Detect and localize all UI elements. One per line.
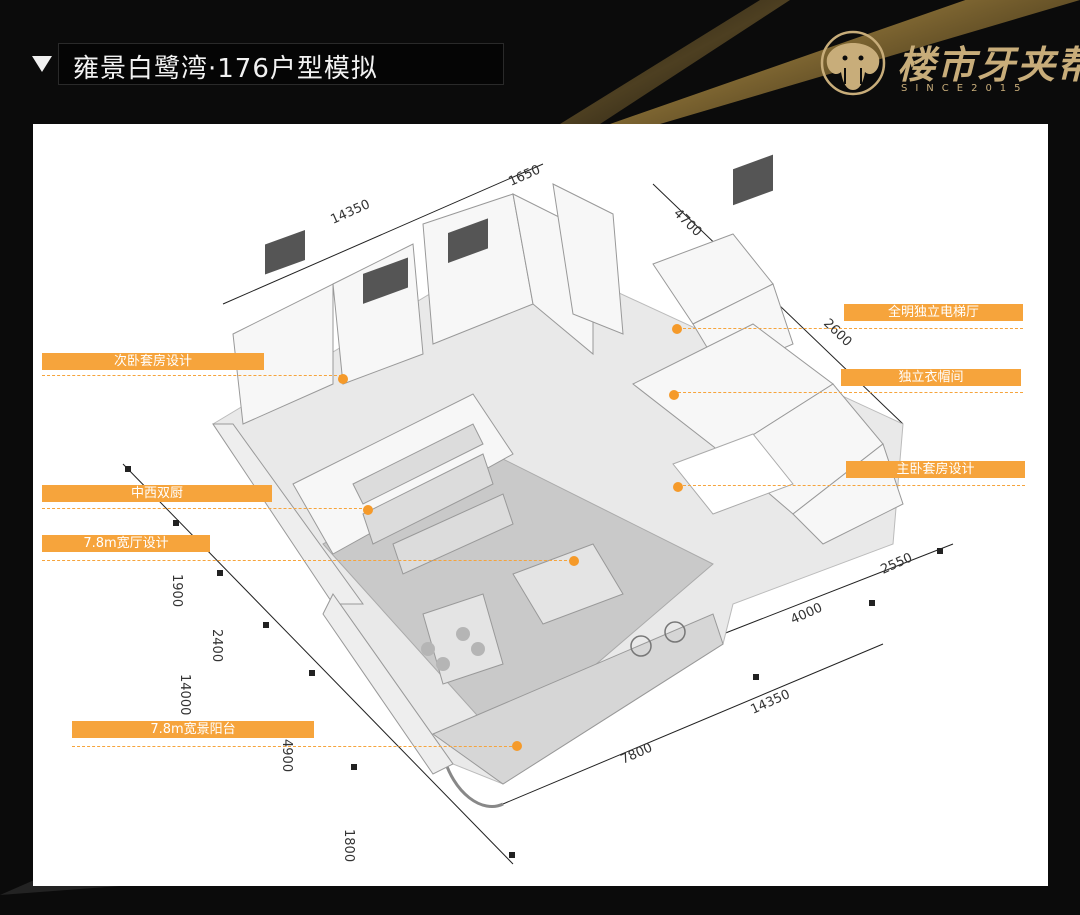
- dim-top-total: 14350: [329, 197, 373, 228]
- brand-logo: 楼市牙夹帮 SINCE2015: [815, 28, 1080, 98]
- triangle-down-icon: [32, 56, 52, 72]
- callout-line: [72, 746, 517, 747]
- title-bar: 雍景白鹭湾·176户型模拟: [58, 43, 504, 85]
- dim-left-total: 14000: [177, 674, 192, 715]
- callout-marker: [338, 374, 348, 384]
- dim-right-b: 2550: [879, 550, 915, 577]
- floorplan-3d-illustration: 14350 1650 4700 2600 2550 4000 14350 780…: [122, 154, 954, 865]
- callout-marker: [669, 390, 679, 400]
- callout-marker: [512, 741, 522, 751]
- elephant-logo-icon: [820, 30, 886, 96]
- dim-left-d: 4900: [279, 739, 294, 772]
- callout-line: [42, 560, 572, 561]
- callout-line: [678, 392, 1023, 393]
- dim-right-c: 2600: [820, 316, 854, 350]
- callout-secondary-suite: 次卧套房设计: [42, 353, 264, 370]
- page-title: 雍景白鹭湾·176户型模拟: [73, 54, 378, 84]
- floorplan-panel: 14350 1650 4700 2600 2550 4000 14350 780…: [33, 124, 1048, 886]
- callout-line: [678, 328, 1023, 329]
- callout-line: [42, 375, 342, 376]
- dim-right-a: 4000: [789, 600, 825, 627]
- dim-top-b: 4700: [670, 206, 704, 240]
- callout-line: [42, 508, 367, 509]
- dim-top-a: 1650: [507, 162, 543, 189]
- callout-dual-kitchen: 中西双厨: [42, 485, 272, 502]
- callout-line: [683, 485, 1025, 486]
- callout-wide-balcony: 7.8m宽景阳台: [72, 721, 314, 738]
- callout-master-suite: 主卧套房设计: [846, 461, 1025, 478]
- callout-marker: [363, 505, 373, 515]
- callout-walk-in-closet: 独立衣帽间: [841, 369, 1021, 386]
- logo-name: 楼市牙夹帮: [897, 42, 1080, 87]
- dim-left-a: 1900: [169, 574, 184, 607]
- dim-left-b: 2400: [209, 629, 224, 662]
- callout-wide-living: 7.8m宽厅设计: [42, 535, 210, 552]
- dim-left-c: 1800: [341, 829, 356, 862]
- callout-elevator-lobby: 全明独立电梯厅: [844, 304, 1023, 321]
- callout-marker: [672, 324, 682, 334]
- callout-marker: [569, 556, 579, 566]
- logo-since: SINCE2015: [901, 83, 1029, 94]
- callout-marker: [673, 482, 683, 492]
- dim-bottom-a: 7800: [619, 740, 655, 767]
